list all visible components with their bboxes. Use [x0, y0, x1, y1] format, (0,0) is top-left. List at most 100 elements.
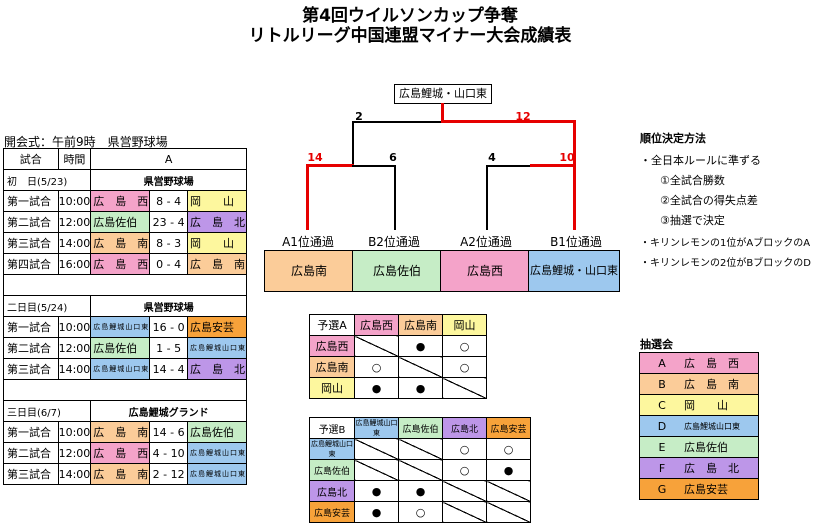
lottery-team: 広島鯉城山口東: [684, 415, 759, 437]
table-row: 第一試合 10:00 広島鯉城山口東 16 - 0 広島安芸: [3, 316, 248, 338]
match-time: 12:00: [57, 211, 92, 233]
table-row: 第三試合 14:00 広島鯉城山口東 14 - 4 広 島 北: [3, 358, 248, 380]
opening-info: 開会式：午前9時 県営野球場: [4, 135, 168, 149]
lottery-team: 広島佐伯: [684, 436, 759, 458]
result-cell: [354, 459, 399, 481]
result-cell: [442, 480, 487, 502]
rule-item: ・全日本ルールに準ずる: [640, 154, 761, 167]
bracket-team: 広島佐伯: [352, 250, 442, 292]
match-label: 第二試合: [3, 337, 59, 359]
table-row: 第三試合 14:00 広 島 南 2 - 12 広島鯉城山口東: [3, 463, 248, 485]
result-cell: [354, 438, 399, 460]
result-cell: [486, 480, 531, 502]
row-header: 広島西: [309, 335, 355, 357]
day-label: 三日目(6/7): [2, 400, 92, 422]
score-semi2-right: 10: [559, 151, 575, 164]
match-label: 第一試合: [3, 316, 59, 338]
page-title: 第4回ウイルソンカップ争奪: [302, 6, 518, 26]
result-cell: [442, 501, 487, 523]
row-header: 広島南: [309, 356, 355, 378]
position-label: B1位通過: [550, 235, 602, 249]
match-label: 第二試合: [3, 211, 59, 233]
rule-item: ・キリンレモンの2位がBブロックのD: [640, 258, 811, 269]
result-cell: ○: [354, 356, 399, 378]
position-label: A2位通過: [460, 235, 512, 249]
col-header: 広島安芸: [486, 417, 531, 439]
away-team: 岡 山: [186, 232, 248, 254]
result-cell: [398, 459, 443, 481]
col-header: 広島北: [442, 417, 487, 439]
away-team: 広島佐伯: [186, 421, 248, 443]
header-time: 時間: [57, 148, 92, 170]
match-label: 第三試合: [3, 232, 59, 254]
venue: 県営野球場: [90, 169, 247, 191]
home-team: 広 島 南: [90, 463, 151, 485]
home-team: 広島鯉城山口東: [90, 316, 151, 338]
bracket-line: [352, 121, 442, 123]
lottery-key: B: [639, 373, 684, 395]
lottery-key: D: [639, 415, 684, 437]
lottery-team: 広 島 西: [684, 352, 759, 374]
position-label: A1位通過: [282, 235, 334, 249]
score: 1 - 5: [149, 337, 188, 359]
score: 23 - 4: [149, 211, 188, 233]
home-team: 広 島 西: [90, 190, 151, 212]
day-label: 初 日(5/23): [2, 169, 92, 191]
match-label: 第三試合: [3, 358, 59, 380]
header-block: A: [90, 148, 247, 170]
bracket-line: [352, 165, 396, 167]
result-cell: ○: [398, 501, 443, 523]
home-team: 広 島 西: [90, 253, 151, 275]
result-cell: ●: [398, 377, 443, 399]
bracket-team: 広島鯉城・山口東: [528, 250, 620, 292]
score: 2 - 12: [149, 463, 188, 485]
rule-item: ①全試合勝数: [660, 174, 725, 187]
result-cell: ●: [398, 335, 443, 357]
lottery-key: G: [639, 478, 684, 500]
lottery-heading: 抽選会: [640, 338, 673, 351]
bracket-line: [306, 164, 354, 167]
score: 14 - 6: [149, 421, 188, 443]
bracket-line: [530, 164, 576, 167]
table-row: 第二試合 12:00 広島佐伯 23 - 4 広 島 北: [3, 211, 248, 233]
lottery-key: E: [639, 436, 684, 458]
schedule-table: 試合 時間 A 初 日(5/23) 県営野球場 第一試合 10:00 広 島 西…: [2, 148, 248, 485]
bracket-line: [352, 121, 354, 165]
result-cell: ○: [442, 356, 487, 378]
match-time: 16:00: [57, 253, 92, 275]
row-header: 岡山: [309, 377, 355, 399]
match-label: 第二試合: [3, 442, 59, 464]
rule-item: ・キリンレモンの1位がAブロックのA: [640, 238, 811, 249]
lottery-key: C: [639, 394, 684, 416]
away-team: 広 島 北: [186, 358, 248, 380]
position-label: B2位通過: [368, 235, 420, 249]
match-time: 14:00: [57, 463, 92, 485]
result-cell: [398, 438, 443, 460]
score-final-right: 12: [515, 110, 531, 123]
table-row: 第一試合 10:00 広 島 南 14 - 6 広島佐伯: [3, 421, 248, 443]
result-cell: ○: [442, 335, 487, 357]
group-a-table: 予選A 広島西 広島南 岡山 広島西 ● ○ 広島南 ○ ○ 岡山 ● ●: [309, 314, 487, 399]
rules-heading: 順位決定方法: [640, 132, 706, 145]
bracket-line: [441, 120, 575, 123]
result-cell: ○: [442, 459, 487, 481]
result-cell: [354, 335, 399, 357]
score-semi2-left: 4: [488, 151, 496, 164]
lottery-team: 広 島 南: [684, 373, 759, 395]
header-match: 試合: [3, 148, 59, 170]
result-cell: [398, 356, 443, 378]
match-time: 10:00: [57, 421, 92, 443]
result-cell: ●: [354, 501, 399, 523]
lottery-team: 広島安芸: [684, 478, 759, 500]
bracket-team: 広島南: [264, 250, 354, 292]
match-time: 12:00: [57, 442, 92, 464]
score-semi1-right: 6: [389, 151, 397, 164]
away-team: 岡 山: [186, 190, 248, 212]
col-header: 広島南: [398, 314, 443, 336]
page-subtitle: リトルリーグ中国連盟マイナー大会成績表: [248, 26, 572, 46]
rule-item: ③抽選で決定: [660, 214, 725, 227]
col-header: 広島佐伯: [398, 417, 443, 439]
champion-box: 広島鯉城・山口東: [394, 84, 492, 104]
table-row: 第四試合 16:00 広 島 西 0 - 4 広 島 南: [3, 253, 248, 275]
row-header: 広島北: [309, 480, 355, 502]
